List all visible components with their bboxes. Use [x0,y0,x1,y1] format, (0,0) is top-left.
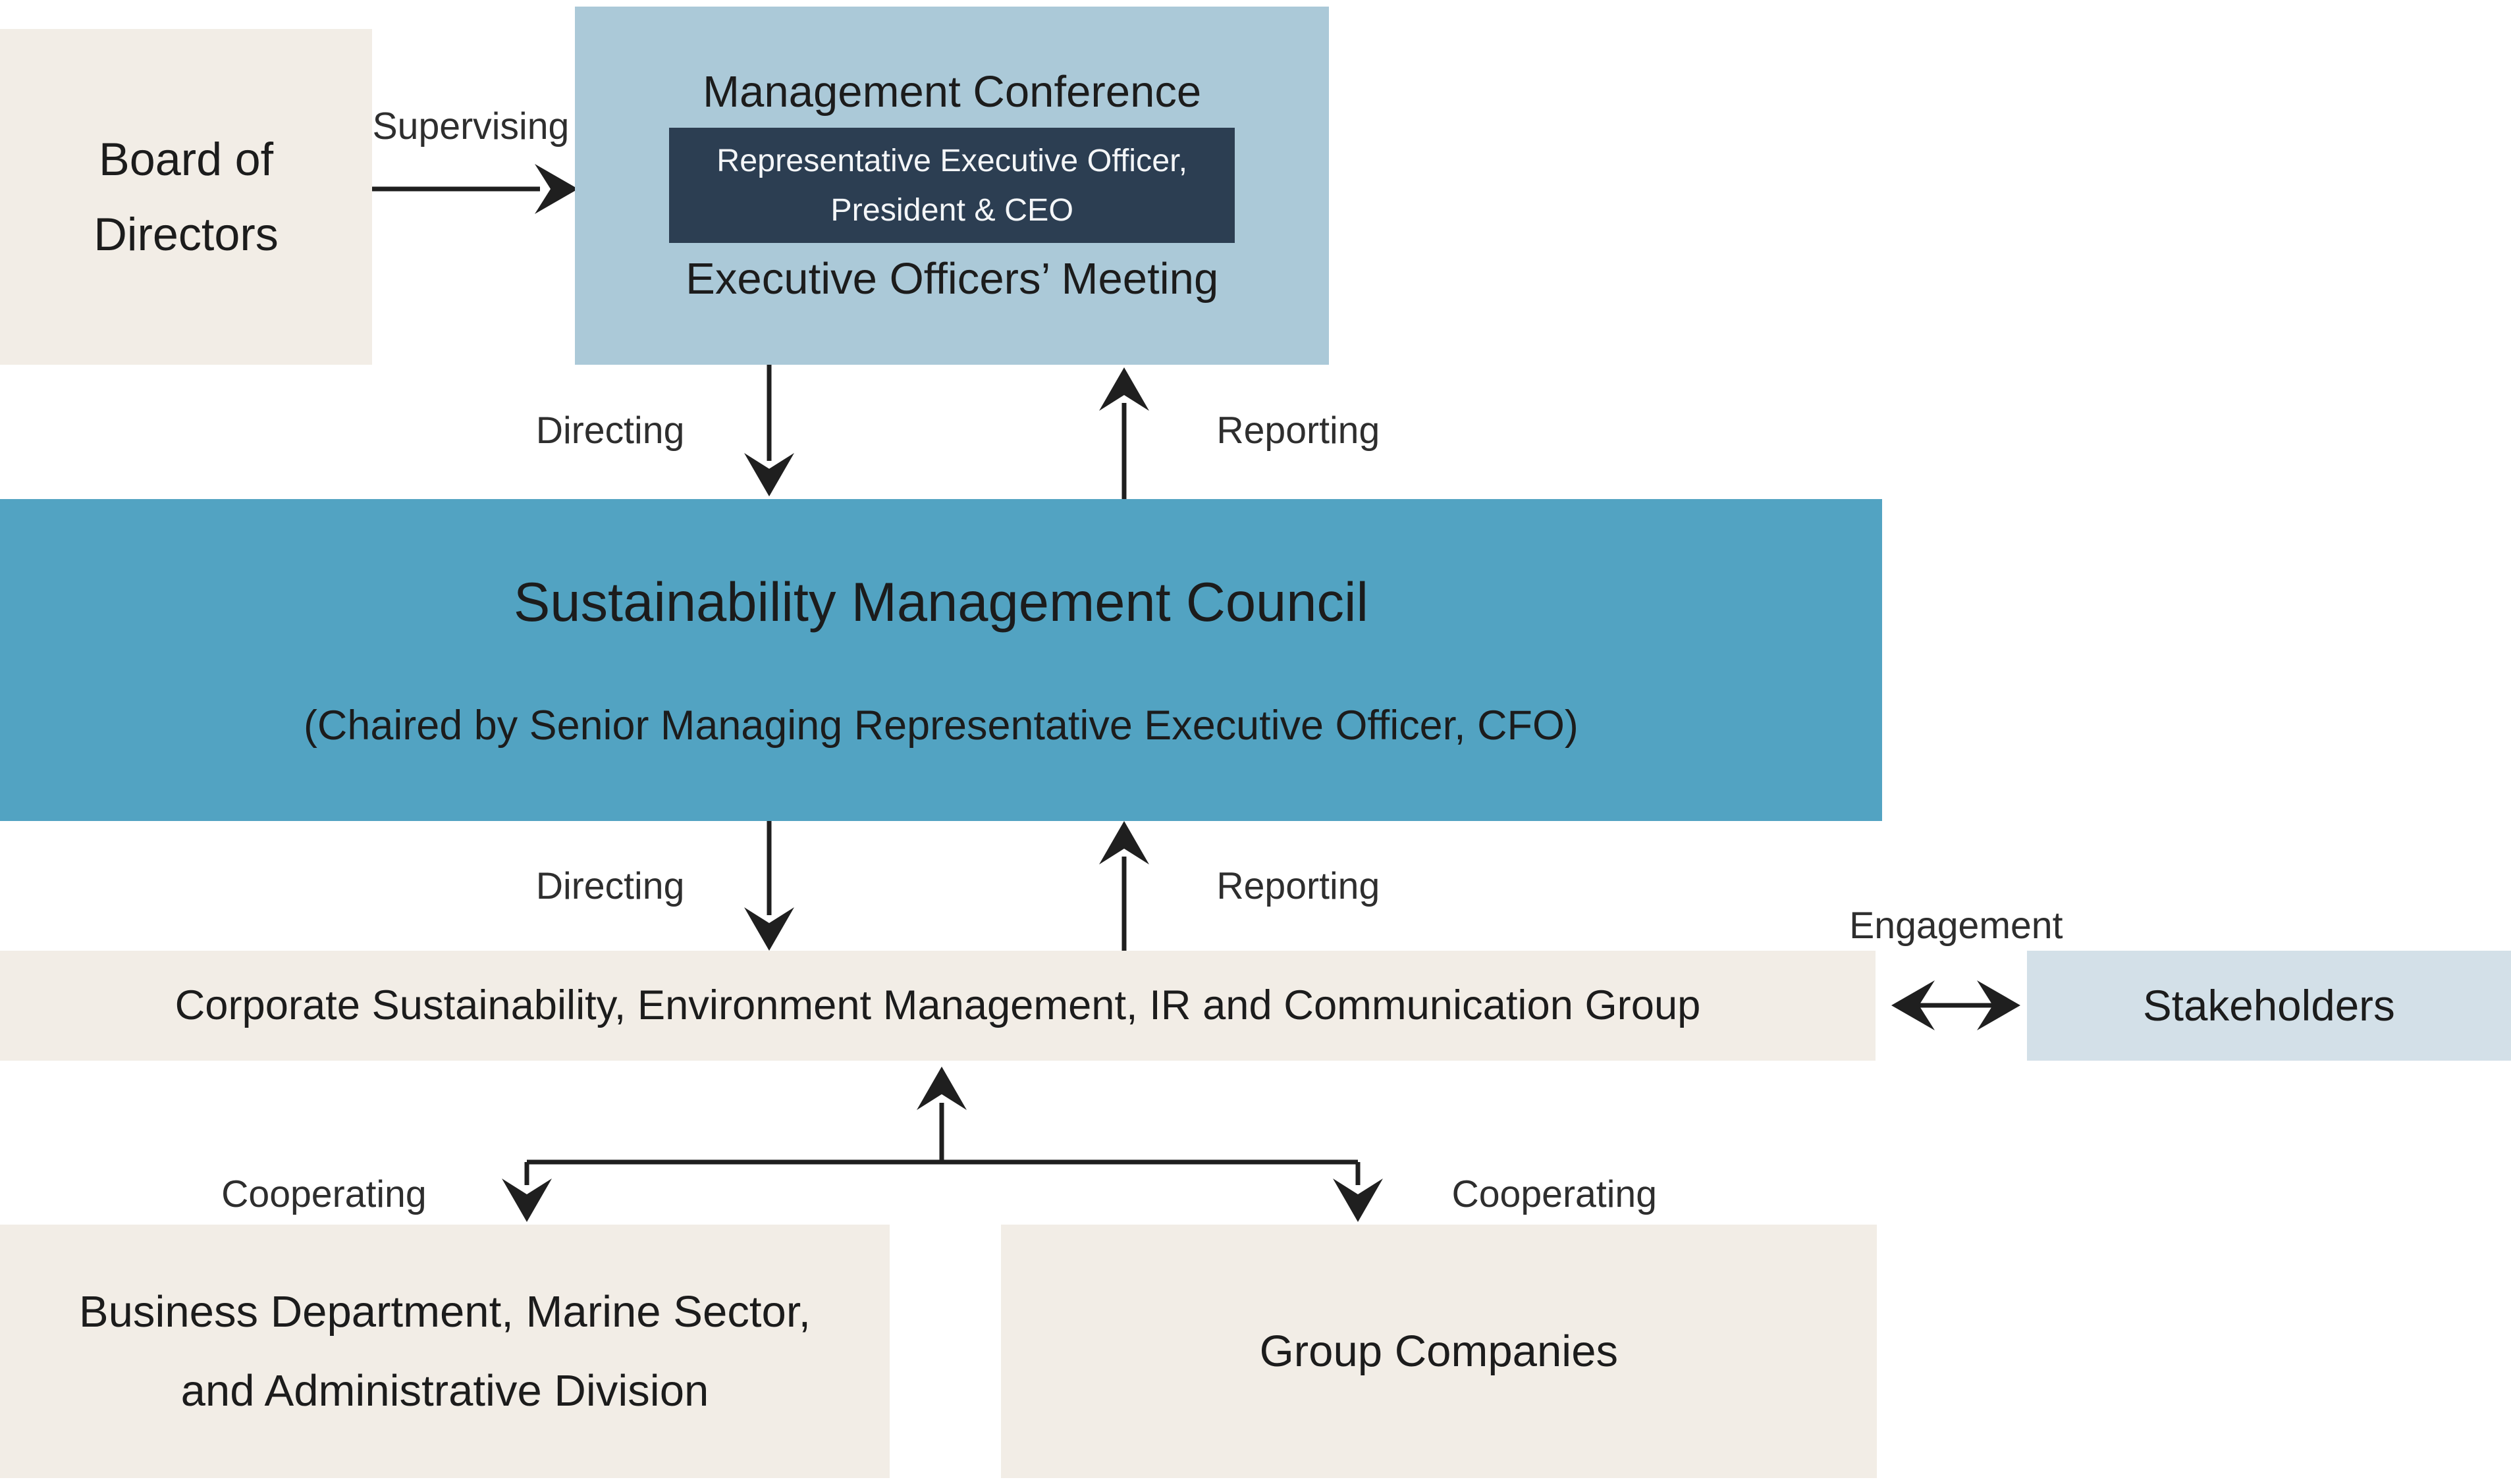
cooperating-left-label: Cooperating [221,1173,427,1216]
business-department-box: Business Department, Marine Sector, and … [0,1225,890,1479]
stakeholders-label: Stakeholders [2143,981,2395,1030]
management-conference-title: Management Conference [703,67,1202,117]
business-department-line2: and Administrative Division [180,1365,709,1416]
supervising-arrowhead [535,164,578,214]
corporate-sustainability-group-label: Corporate Sustainability, Environment Ma… [175,982,1701,1029]
cooperating-left-arrowhead [502,1179,552,1222]
directing-middle-label: Directing [535,864,685,907]
cooperating-right-label: Cooperating [1451,1173,1658,1216]
reporting-top-label: Reporting [1216,409,1380,452]
cooperating-up-arrowhead [917,1067,967,1110]
reporting-top-arrowhead [1099,367,1149,411]
engagement-arrowhead-left [1891,980,1935,1030]
group-companies-box: Group Companies [1000,1225,1877,1479]
board-of-directors-line1: Board of [98,133,274,186]
board-of-directors-line2: Directors [94,207,279,260]
management-conference-box: Management Conference Representative Exe… [575,6,1330,365]
directing-mid-arrowhead [744,907,794,951]
reporting-middle-label: Reporting [1216,864,1380,907]
council-subtitle: (Chaired by Senior Managing Representati… [303,702,1579,749]
council-title: Sustainability Management Council [513,571,1368,633]
badge-line2: President & CEO [830,192,1073,228]
engagement-label: Engagement [1849,905,2063,947]
board-of-directors-box: Board of Directors [0,28,373,365]
group-companies-label: Group Companies [1259,1327,1619,1377]
directing-top-label: Directing [535,409,685,452]
sustainability-management-council-box: Sustainability Management Council (Chair… [0,499,1882,821]
reporting-mid-arrowhead [1099,821,1149,864]
stakeholders-box: Stakeholders [2026,950,2511,1061]
directing-top-arrowhead [744,453,794,496]
representative-executive-officer-badge: Representative Executive Officer, Presid… [669,128,1235,244]
corporate-sustainability-group-box: Corporate Sustainability, Environment Ma… [0,950,1876,1061]
business-department-line1: Business Department, Marine Sector, [78,1287,811,1337]
badge-line1: Representative Executive Officer, [716,142,1188,178]
cooperating-right-arrowhead [1333,1179,1383,1222]
supervising-label: Supervising [372,105,570,147]
engagement-arrowhead-right [1977,980,2020,1030]
executive-officers-meeting-label: Executive Officers’ Meeting [686,254,1219,304]
